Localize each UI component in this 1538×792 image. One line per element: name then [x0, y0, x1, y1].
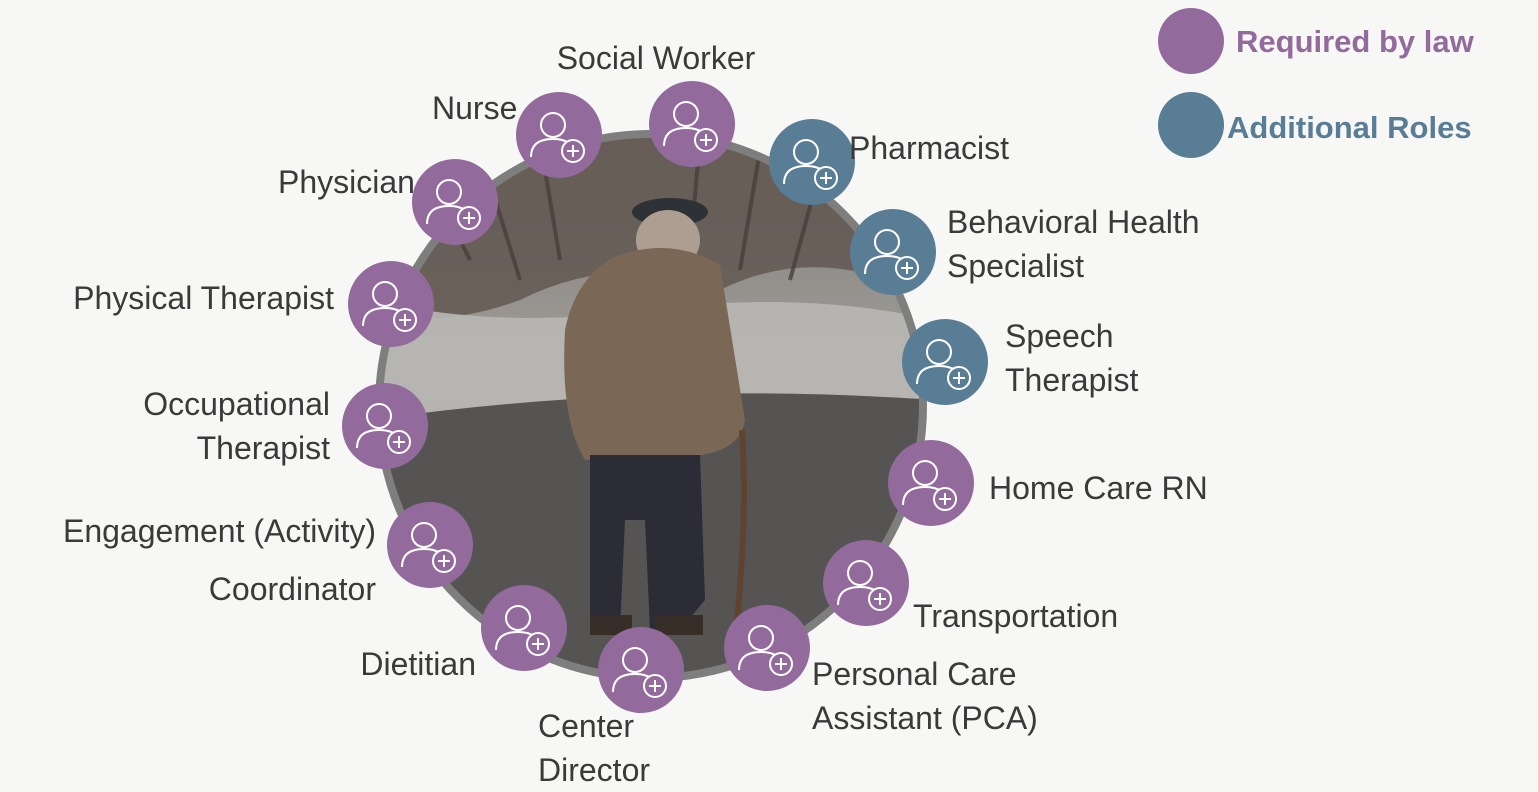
label-speech-therapist: Speech Therapist: [1005, 318, 1139, 398]
label-personal-care-assistant: Personal Care Assistant (PCA): [812, 656, 1038, 736]
label-behavioral-health: Behavioral Health Specialist: [947, 204, 1200, 284]
label-physical-therapist: Physical Therapist: [73, 280, 334, 316]
label-physician: Physician: [278, 164, 415, 200]
label-nurse: Nurse: [432, 90, 518, 126]
speech-bubble-icon: [916, 339, 971, 390]
photo-elderly-man-with-cane: [379, 134, 923, 678]
role-node-engagement-coordinator: [387, 502, 473, 588]
legend-required-label: Required by law: [1236, 24, 1474, 59]
role-node-personal-care-assistant: [724, 605, 810, 691]
legend-required-swatch: [1158, 8, 1224, 74]
label-transportation: Transportation: [913, 598, 1119, 634]
label-center-director: Center Director: [538, 708, 651, 788]
role-node-nurse: [516, 92, 602, 178]
role-node-dietitian: [481, 585, 567, 671]
role-node-center-director: [598, 627, 684, 713]
physical-therapist-dumbbell-icon: [362, 281, 417, 332]
legend-additional-swatch: [1158, 92, 1224, 158]
behavioral-health-lotus-icon: [864, 229, 919, 280]
nurse-icon: [530, 112, 585, 163]
driver-bus-icon: [837, 560, 892, 611]
social-worker-handshake-icon: [663, 101, 718, 152]
home-care-house-icon: [902, 460, 957, 511]
role-node-home-care-rn: [888, 440, 974, 526]
label-engagement-coordinator: Engagement (Activity) Coordinator: [62, 513, 376, 607]
legend-additional-label: Additional Roles: [1227, 110, 1472, 145]
role-node-transportation: [823, 540, 909, 626]
center-director-icon: [612, 647, 667, 698]
label-occupational-therapist: Occupational Therapist: [143, 386, 330, 466]
label-home-care-rn: Home Care RN: [989, 470, 1208, 506]
occupational-therapist-lotus-icon: [356, 403, 411, 454]
label-pharmacist: Pharmacist: [849, 130, 1010, 166]
physician-stethoscope-icon: [426, 179, 481, 230]
dietitian-apple-icon: [495, 605, 550, 656]
role-node-social-worker: [649, 81, 735, 167]
label-social-worker: Social Worker: [556, 40, 756, 76]
role-node-physician: [412, 159, 498, 245]
pharmacist-pill-icon: [783, 139, 838, 190]
role-node-occupational-therapist: [342, 383, 428, 469]
label-dietitian: Dietitian: [360, 646, 476, 682]
engagement-flower-icon: [401, 522, 456, 573]
role-node-speech-therapist: [902, 319, 988, 405]
pca-comb-icon: [738, 625, 793, 676]
role-node-physical-therapist: [348, 261, 434, 347]
role-node-behavioral-health: [850, 209, 936, 295]
role-node-pharmacist: [769, 119, 855, 205]
